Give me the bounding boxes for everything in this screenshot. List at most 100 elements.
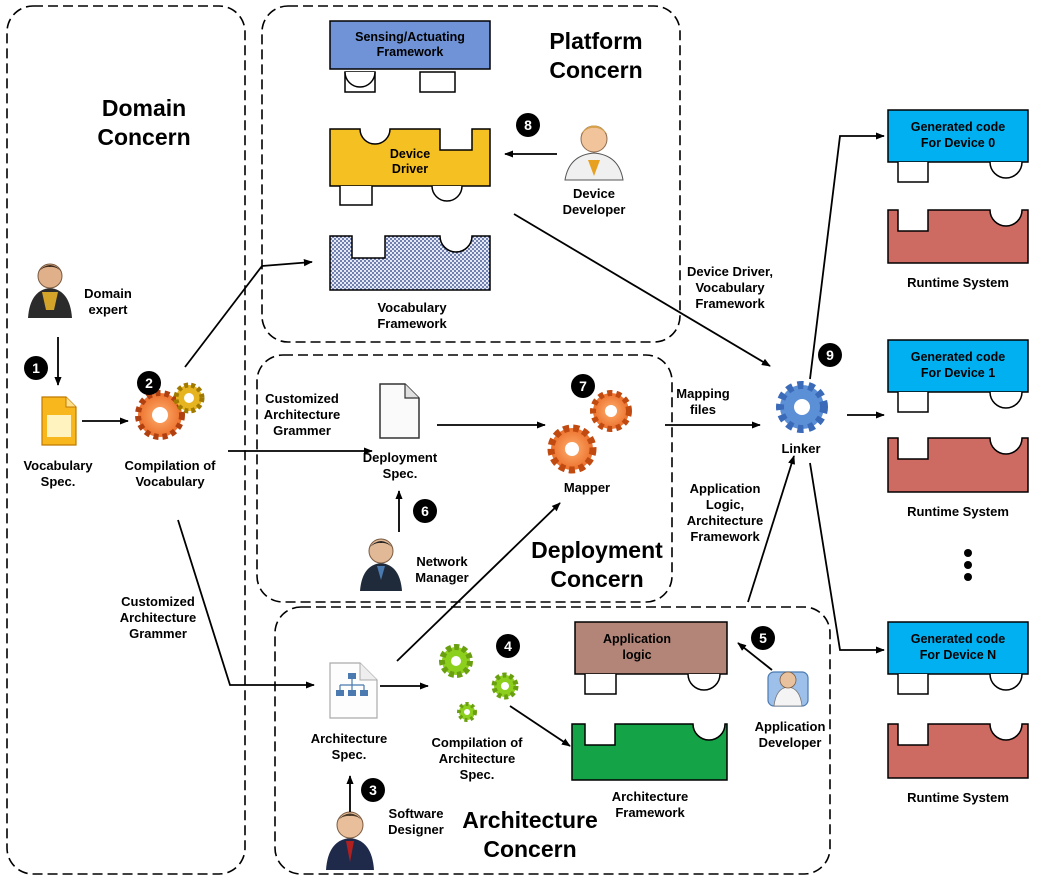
arrow-driver-to-linker	[513, 213, 771, 367]
platform-concern-region	[261, 5, 681, 343]
document-icon	[379, 383, 420, 439]
step-marker-1: 1	[24, 356, 48, 380]
svg-text:8: 8	[524, 117, 532, 133]
arrow-compiler-to-architecture-spec	[177, 519, 315, 689]
step-marker-6: 6	[413, 499, 437, 523]
arrow-compiler-to-arch-framework	[509, 705, 571, 747]
architecture-concern-region	[274, 606, 831, 875]
runtime-system-1: Runtime System	[887, 437, 1029, 519]
step-marker-4: 4	[496, 634, 520, 658]
gear-icon	[776, 381, 828, 433]
person-icon	[767, 671, 809, 707]
person-icon	[564, 125, 624, 181]
svg-text:5: 5	[759, 630, 767, 646]
svg-text:3: 3	[369, 782, 377, 798]
svg-text:Runtime System: Runtime System	[907, 275, 1009, 290]
step-marker-2: 2	[137, 371, 161, 395]
svg-text:Linker: Linker	[781, 441, 820, 456]
arrow-linker-to-device-n	[809, 462, 885, 654]
gears-icon	[135, 382, 205, 440]
arrow-compiler-to-vocab-framework	[184, 265, 263, 368]
gears-icon	[547, 390, 632, 474]
linker: Linker	[776, 381, 828, 456]
arrow-app-dev-to-app-logic	[737, 642, 773, 671]
domain-concern-region	[6, 5, 246, 875]
svg-text:1: 1	[32, 360, 40, 376]
svg-text:Runtime System: Runtime System	[907, 790, 1009, 805]
runtime-system-0: Runtime System	[887, 209, 1029, 290]
step-marker-5: 5	[751, 626, 775, 650]
person-icon	[28, 263, 72, 318]
svg-text:7: 7	[579, 378, 587, 394]
arrow-architecture-to-linker	[747, 455, 795, 603]
arrow-arch-spec-to-mapper	[396, 502, 561, 662]
svg-text:4: 4	[504, 638, 512, 654]
person-icon	[360, 538, 402, 591]
step-marker-9: 9	[818, 343, 842, 367]
svg-text:Mapper: Mapper	[564, 480, 610, 495]
arrow-compiler-to-vocab-framework-2	[261, 259, 313, 267]
runtime-system-n: Runtime System	[887, 723, 1029, 805]
svg-text:6: 6	[421, 503, 429, 519]
step-marker-8: 8	[516, 113, 540, 137]
document-icon	[41, 396, 77, 446]
svg-text:9: 9	[826, 347, 834, 363]
person-icon	[326, 811, 374, 870]
step-marker-3: 3	[361, 778, 385, 802]
arrow-linker-to-device-0	[809, 132, 885, 380]
svg-text:2: 2	[145, 375, 153, 391]
arrows	[54, 132, 885, 812]
deployment-concern-region	[256, 354, 673, 603]
svg-text:Runtime System: Runtime System	[907, 504, 1009, 519]
mapper: Mapper	[547, 390, 632, 495]
gears-icon	[439, 644, 519, 722]
ellipsis-dots	[964, 549, 972, 581]
